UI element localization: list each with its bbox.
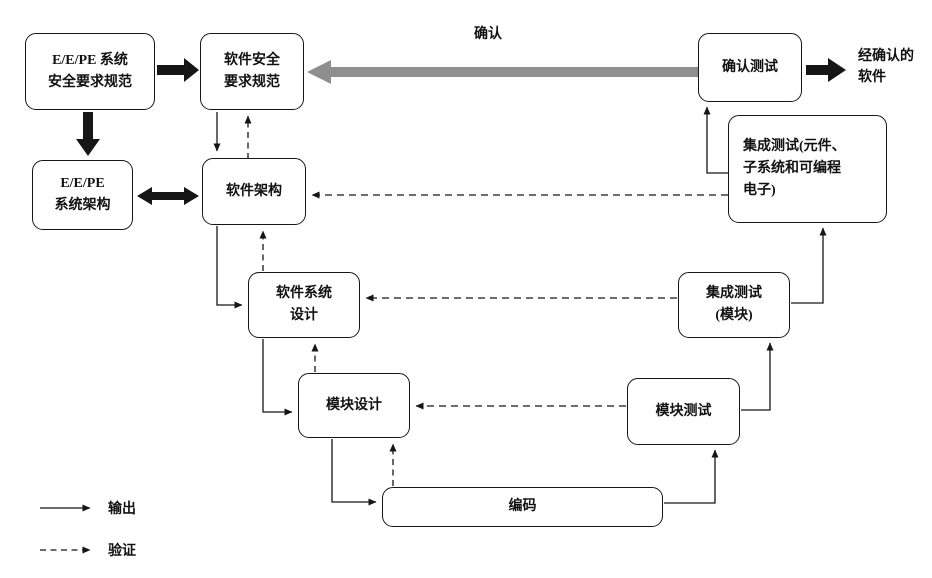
validation-arrow xyxy=(307,60,698,84)
legend: 输出 验证 xyxy=(38,498,136,578)
double-arrow-sysarch-swarch xyxy=(137,187,199,205)
wire-moduledesign-to-coding xyxy=(331,439,377,506)
box-eepe-system-architecture: E/E/PE 系统架构 xyxy=(32,160,133,230)
legend-verification-label: 验证 xyxy=(108,544,136,559)
box-module-testing: 模块测试 xyxy=(627,378,740,445)
box-eepe-system-safety-requirements: E/E/PE 系统 安全要求规范 xyxy=(25,33,155,110)
box-module-design: 模块设计 xyxy=(298,373,410,438)
dashed-arrow-icon xyxy=(40,546,91,554)
box-software-safety-requirements: 软件安全 要求规范 xyxy=(200,33,304,110)
output-arrow-validationtest-to-validatedsw xyxy=(806,58,846,82)
legend-row-verification: 验证 xyxy=(38,540,136,560)
box-software-architecture: 软件架构 xyxy=(202,158,306,225)
wire-coding-to-moduletest xyxy=(664,449,719,504)
solid-arrow-icon xyxy=(40,504,91,512)
wire-swarch-to-sysdesign xyxy=(216,226,243,309)
wire-sysdesign-to-moduledesign xyxy=(262,339,293,416)
box-integration-testing-module: 集成测试 (模块) xyxy=(678,272,790,338)
box-software-system-design: 软件系统 设计 xyxy=(248,272,360,338)
validation-arrow-label: 确认 xyxy=(474,27,502,42)
box-integration-testing-pe: 集成测试(元件、 子系统和可编程 电子) xyxy=(728,115,887,223)
output-arrow-sysreq-to-sysarch xyxy=(76,112,100,156)
wire-integrationmodule-to-integrationpe xyxy=(791,227,827,304)
legend-output-label: 输出 xyxy=(108,502,136,517)
box-validation-testing: 确认测试 xyxy=(698,33,802,102)
legend-row-output: 输出 xyxy=(38,498,136,518)
wire-integrationpe-to-validationtest xyxy=(703,106,728,174)
validated-software-label: 经确认的 软件 xyxy=(858,49,914,85)
output-arrow-sysreq-to-swreq xyxy=(157,58,199,82)
wire-moduletest-to-integrationmodule xyxy=(741,342,774,411)
box-coding: 编码 xyxy=(382,487,663,527)
